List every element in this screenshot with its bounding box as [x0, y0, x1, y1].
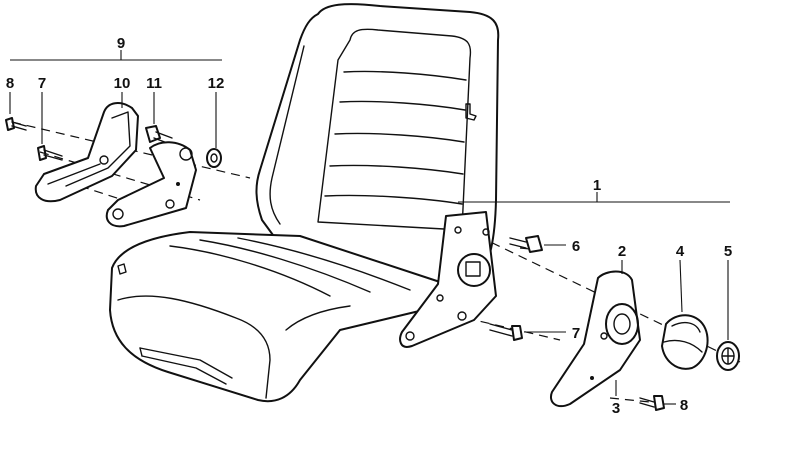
bolt-6	[509, 235, 543, 253]
hinge-bracket-left	[105, 141, 197, 228]
callout-3: 3	[612, 400, 620, 417]
callout-10: 10	[114, 75, 131, 92]
callout-6: 6	[572, 238, 580, 255]
callout-8-left: 8	[6, 75, 14, 92]
screw-8-left	[5, 117, 27, 131]
callout-12: 12	[208, 75, 225, 92]
recliner-plate	[399, 211, 497, 348]
callout-5: 5	[724, 243, 732, 260]
emblem-5	[716, 341, 740, 371]
callout-2: 2	[618, 243, 626, 260]
left-trim-assembly	[5, 50, 251, 228]
callout-4: 4	[676, 243, 685, 260]
callout-8-right: 8	[680, 397, 688, 414]
callout-7-right: 7	[572, 325, 580, 342]
callout-1: 1	[593, 177, 601, 194]
screw-7-left	[37, 145, 63, 161]
seat-cushion	[109, 231, 450, 403]
callout-11: 11	[146, 75, 162, 92]
callout-7-left: 7	[38, 75, 46, 92]
callout-9: 9	[117, 35, 125, 52]
screw-7-right	[489, 323, 523, 341]
trim-cover-10	[34, 102, 139, 203]
cover-2	[550, 270, 641, 408]
washer-12	[206, 148, 222, 168]
callout-labels: 9 8 7 10 11 12 1 2 4 5 6 7 3 8	[6, 35, 732, 417]
right-recliner-assembly	[399, 192, 741, 411]
knob-4	[661, 314, 709, 370]
screw-8-right	[639, 395, 665, 411]
